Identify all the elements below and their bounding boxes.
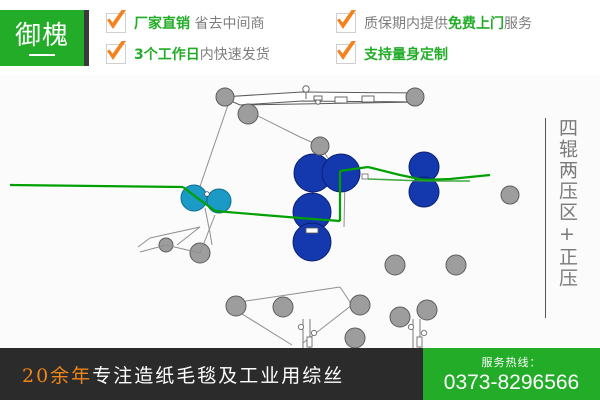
guide-roller (344, 327, 366, 348)
guide-roller (215, 87, 235, 107)
guide-roller (389, 306, 411, 328)
guide-roller (225, 295, 247, 317)
feature-highlight: 3个工作日 (134, 46, 200, 63)
feature-label: 3个工作日内快速发货 (134, 44, 270, 64)
guide-roller (384, 254, 406, 276)
feature-highlight: 支持量身定制 (364, 46, 448, 63)
guide-roller (272, 296, 294, 318)
feature-label: 支持量身定制 (364, 44, 448, 64)
suction-roll-left-2 (206, 188, 232, 214)
feature-item-factory-direct: 厂家直销 省去中间商 (106, 7, 270, 38)
feature-list-right: 质保期内提供免费上门服务 支持量身定制 (336, 7, 532, 69)
feature-item-free-onsite-service: 质保期内提供免费上门服务 (336, 7, 532, 38)
brand-logo[interactable]: 御槐 (0, 10, 84, 66)
footer-slogan: 20余年专注造纸毛毯及工业用综丝 (22, 361, 344, 388)
feature-list-left: 厂家直销 省去中间商 3个工作日内快速发货 (106, 7, 270, 69)
check-icon (336, 40, 356, 64)
feature-label: 质保期内提供免费上门服务 (364, 13, 532, 33)
header-bar: 御槐 厂家直销 省去中间商 3个工作日内快速发货 (0, 0, 600, 75)
guide-roller (445, 254, 467, 276)
feature-item-custom-made: 支持量身定制 (336, 38, 532, 69)
caption-divider-rule (545, 118, 546, 318)
footer-slogan-highlight: 20余年 (22, 364, 93, 387)
feature-rest: 省去中间商 (190, 15, 265, 32)
feature-prefix: 质保期内提供 (364, 15, 448, 32)
top-rail-fittings (302, 85, 375, 105)
paper-web-line (9, 165, 491, 223)
lower-left-frame (139, 214, 216, 254)
caption-text: 四辊两压区+正压 (556, 118, 578, 289)
check-icon (106, 9, 126, 33)
brand-logo-text: 御槐 (14, 20, 69, 51)
feature-item-fast-shipping: 3个工作日内快速发货 (106, 38, 270, 69)
guide-roller (349, 294, 371, 316)
brand-logo-underline (29, 53, 55, 56)
feature-rest: 服务 (504, 15, 532, 32)
press-roll-stack-right (408, 151, 440, 208)
suction-roll-group (180, 184, 232, 214)
feature-highlight: 免费上门 (448, 15, 504, 32)
feature-label: 厂家直销 省去中间商 (134, 13, 264, 33)
diagram-caption: 四辊两压区+正压 (545, 118, 578, 318)
guide-roller (237, 103, 259, 125)
guide-roller (500, 185, 520, 205)
footer-slogan-panel: 20余年专注造纸毛毯及工业用综丝 (0, 348, 423, 400)
hotline-label: 服务热线： (481, 355, 542, 369)
press-section-diagram (0, 75, 600, 348)
footer-slogan-rest: 专注造纸毛毯及工业用综丝 (92, 364, 345, 387)
felt-return-frames (297, 319, 428, 348)
feature-rest: 内快速发货 (199, 46, 270, 63)
footer-bar: 20余年专注造纸毛毯及工业用综丝 服务热线： 0373-8296566 (0, 348, 600, 400)
feature-highlight: 厂家直销 (134, 15, 190, 32)
check-icon (106, 40, 126, 64)
logo-divider-bar (84, 10, 89, 66)
diagram-canvas (9, 85, 520, 348)
footer-hotline-panel[interactable]: 服务热线： 0373-8296566 (423, 348, 600, 400)
guide-roller (416, 299, 438, 321)
press-roll-right-lower (408, 176, 440, 208)
guide-roller (310, 136, 330, 156)
guide-roller (405, 87, 425, 107)
check-icon (336, 9, 356, 33)
nip-marker (361, 173, 369, 180)
press-roll-lower (292, 222, 332, 262)
hotline-number: 0373-8296566 (443, 370, 580, 394)
paper-web-line-secondary (367, 178, 470, 182)
